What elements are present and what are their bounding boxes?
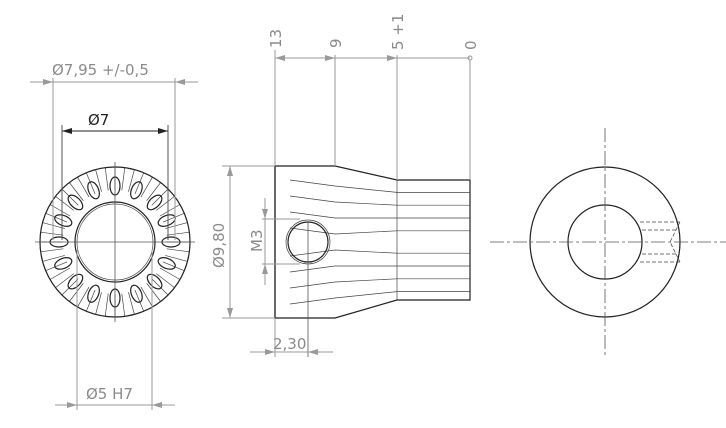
set-screw-hidden-lines	[640, 221, 681, 263]
pinion-outline	[274, 165, 471, 319]
front-view: Ø7,95 +/-0,5 Ø7 Ø5 H7	[30, 61, 198, 410]
position-label: 0	[462, 40, 480, 50]
position-label: 9	[327, 38, 345, 48]
overall-diameter-label: Ø9,80	[210, 223, 228, 268]
tooth-flutes	[289, 179, 470, 305]
position-label: 13	[267, 29, 285, 48]
set-screw-label: M3	[248, 230, 266, 253]
rear-view	[490, 128, 726, 355]
tip-diameter-label: Ø7	[88, 111, 109, 129]
position-label: 5 +1	[389, 14, 407, 50]
screw-offset-label: 2,30	[273, 335, 306, 353]
outer-diameter-label: Ø7,95 +/-0,5	[52, 61, 149, 79]
bore-label: Ø5 H7	[86, 385, 133, 403]
side-view: 13 9 5 +1 0 Ø9,80 M3 2,30	[210, 14, 480, 357]
